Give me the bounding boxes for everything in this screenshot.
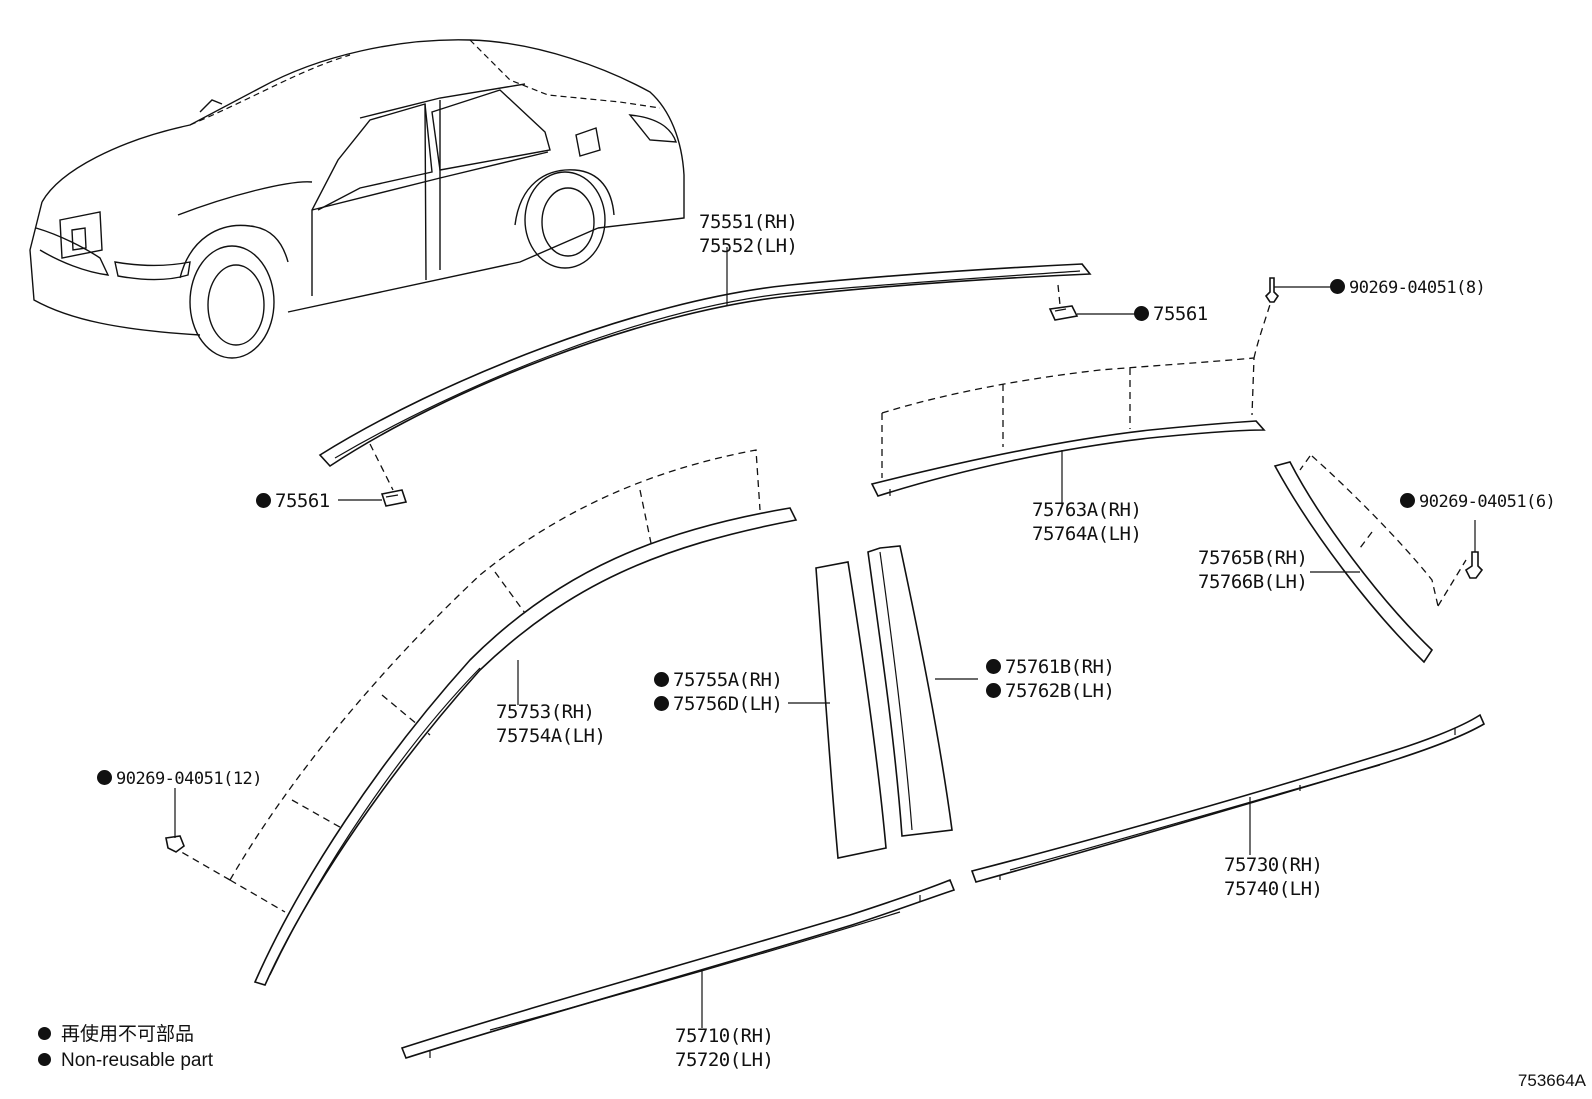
clip-left-dash — [369, 443, 394, 491]
front-belt-molding[interactable] — [400, 878, 956, 1059]
non-reusable-dot — [986, 659, 1001, 674]
clip-left-label: 75561 — [256, 489, 330, 513]
non-reusable-dot — [986, 683, 1001, 698]
pillar-rear-lh: 75762B(LH) — [1005, 680, 1115, 702]
screw-rear-part-no: 90269-04051(6) — [1419, 492, 1556, 512]
non-reusable-dot — [1330, 279, 1345, 294]
front-belt-lh: 75720(LH) — [675, 1049, 774, 1071]
non-reusable-dot — [97, 770, 112, 785]
roof-molding[interactable] — [318, 263, 1092, 468]
clip-left[interactable] — [380, 489, 408, 507]
rear-belt-molding[interactable] — [970, 713, 1486, 883]
clip-right-dash — [1057, 284, 1061, 306]
front-upper-rh: 75753(RH) — [496, 701, 595, 723]
screw-top-label: 90269-04051(8) — [1330, 276, 1486, 300]
front-upper-lh: 75754A(LH) — [496, 725, 606, 747]
legend-dot — [38, 1027, 51, 1040]
rear-corner-rh: 75765B(RH) — [1198, 547, 1308, 569]
pillar-front-label: 75755A(RH) 75756D(LH) — [654, 668, 783, 716]
clip-left-part-no: 75561 — [275, 490, 330, 512]
non-reusable-dot — [1400, 493, 1415, 508]
clip-right-part-no: 75561 — [1153, 303, 1208, 325]
screw-rear-label: 90269-04051(6) — [1400, 490, 1556, 514]
screw-top-part-no: 90269-04051(8) — [1349, 278, 1486, 298]
rear-corner-label: 75765B(RH) 75766B(LH) — [1198, 546, 1308, 594]
legend-jp: 再使用不可部品 — [61, 1024, 195, 1045]
diagram-code: 753664A — [1517, 1071, 1586, 1090]
rear-corner-molding[interactable] — [1273, 461, 1434, 664]
rear-upper-dash — [881, 297, 1273, 478]
roof-molding-label: 75551(RH) 75552(LH) — [699, 210, 798, 258]
rear-upper-label: 75763A(RH) 75764A(LH) — [1032, 498, 1142, 546]
rear-belt-label: 75730(RH) 75740(LH) — [1224, 853, 1323, 901]
rear-belt-rh: 75730(RH) — [1224, 854, 1323, 876]
legend-dot — [38, 1053, 51, 1066]
screw-front-label: 90269-04051(12) — [97, 767, 263, 791]
front-upper-dash — [177, 449, 761, 913]
non-reusable-dot — [256, 493, 271, 508]
car-illustration — [29, 39, 685, 359]
front-belt-rh: 75710(RH) — [675, 1025, 774, 1047]
rear-upper-molding[interactable] — [870, 420, 1266, 497]
rear-belt-lh: 75740(LH) — [1224, 878, 1323, 900]
roof-molding-lh: 75552(LH) — [699, 235, 798, 257]
roof-molding-rh: 75551(RH) — [699, 211, 798, 233]
front-belt-label: 75710(RH) 75720(LH) — [675, 1024, 774, 1072]
legend-en: Non-reusable part — [61, 1050, 214, 1071]
pillar-rear-rh: 75761B(RH) — [1005, 656, 1115, 678]
front-upper-molding[interactable] — [253, 507, 798, 986]
screw-rear[interactable] — [1464, 551, 1484, 579]
rear-upper-rh: 75763A(RH) — [1032, 499, 1142, 521]
screw-front[interactable] — [165, 835, 185, 853]
legend: 再使用不可部品 Non-reusable part — [38, 1022, 213, 1074]
pillar-rear-label: 75761B(RH) 75762B(LH) — [986, 655, 1115, 703]
non-reusable-dot — [654, 672, 669, 687]
screw-top[interactable] — [1264, 277, 1280, 303]
clip-right[interactable] — [1048, 305, 1079, 321]
pillar-front-lh: 75756D(LH) — [673, 693, 783, 715]
pillar-rear-garnish[interactable] — [867, 545, 953, 837]
screw-front-part-no: 90269-04051(12) — [116, 769, 263, 789]
rear-corner-lh: 75766B(LH) — [1198, 571, 1308, 593]
non-reusable-dot — [1134, 306, 1149, 321]
clip-right-label: 75561 — [1134, 302, 1208, 326]
pillar-front-garnish[interactable] — [815, 561, 887, 859]
front-upper-label: 75753(RH) 75754A(LH) — [496, 700, 606, 748]
non-reusable-dot — [654, 696, 669, 711]
pillar-front-rh: 75755A(RH) — [673, 669, 783, 691]
rear-upper-lh: 75764A(LH) — [1032, 523, 1142, 545]
